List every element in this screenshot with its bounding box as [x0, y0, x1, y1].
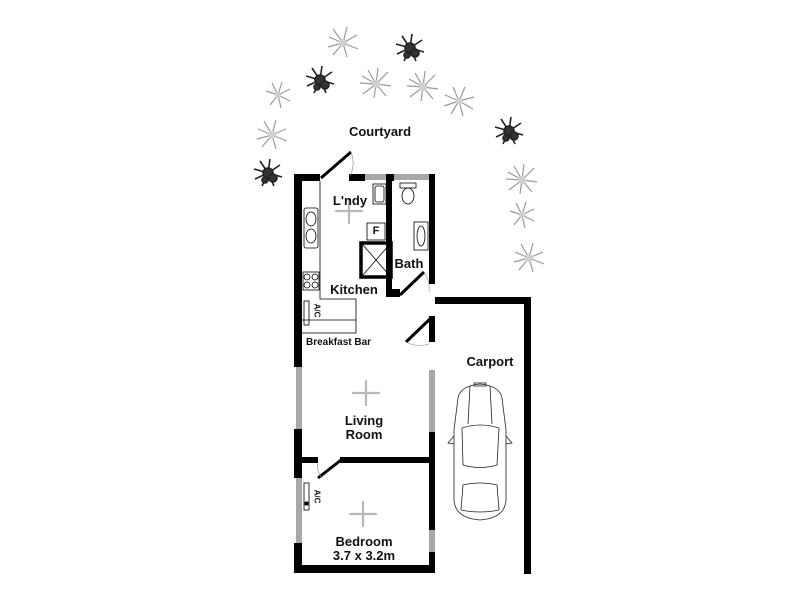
- ac-unit-kitchen: [303, 300, 310, 326]
- fridge-icon: [366, 222, 386, 241]
- label-kitchen: Kitchen: [330, 282, 378, 297]
- basin-icon: [413, 221, 429, 251]
- plant-light-icon: [509, 201, 535, 229]
- label-living-line1: Living: [344, 413, 384, 428]
- plant-light-icon: [265, 81, 291, 109]
- label-laundry: L'ndy: [332, 193, 368, 208]
- ceiling-fans: [334, 197, 381, 528]
- label-courtyard: Courtyard: [348, 124, 412, 139]
- window-bath-top: [393, 174, 429, 180]
- label-living-line2: Room: [345, 427, 383, 442]
- ceiling-fan-icon: [351, 379, 381, 407]
- laundry-tub-icon: [372, 183, 387, 205]
- plant-dark-icon: [305, 65, 335, 94]
- door-courtyard: [320, 150, 352, 180]
- label-bath: Bath: [394, 256, 424, 271]
- label-ac-bedroom: A/C: [312, 489, 322, 504]
- plant-icons: [253, 26, 545, 273]
- plant-light-icon: [443, 86, 475, 117]
- plant-dark-icon: [494, 116, 524, 145]
- cooktop-icon: [302, 271, 320, 291]
- door-bath: [398, 270, 426, 297]
- label-ac-kitchen: A/C: [312, 303, 322, 318]
- window-laundry-top: [365, 174, 387, 180]
- ac-unit-bedroom: [303, 482, 310, 511]
- plant-light-icon: [505, 163, 538, 195]
- plant-light-icon: [406, 70, 439, 102]
- doors: [317, 150, 433, 480]
- walls: [294, 174, 531, 574]
- label-bedroom-size: 3.7 x 3.2m: [332, 548, 396, 563]
- door-kitchen-carport: [404, 316, 433, 344]
- label-fridge: F: [372, 225, 380, 237]
- car-icon: [447, 382, 513, 521]
- plant-dark-icon: [395, 33, 425, 62]
- plant-light-icon: [513, 242, 545, 273]
- plant-dark-icon: [253, 158, 283, 187]
- ceiling-fan-icon: [334, 197, 364, 225]
- plant-light-icon: [327, 26, 359, 58]
- sink-icon: [303, 207, 319, 249]
- plant-light-icon: [256, 119, 288, 150]
- window-living-left: [296, 367, 302, 429]
- toilet-cistern: [399, 182, 417, 189]
- windows: [296, 174, 435, 552]
- window-bedroom-left: [296, 478, 302, 543]
- toilet-icon: [401, 187, 415, 205]
- label-breakfast-bar: Breakfast Bar: [306, 337, 372, 348]
- plant-light-icon: [359, 67, 392, 99]
- ceiling-fan-icon: [348, 500, 378, 528]
- fixtures: [302, 181, 429, 511]
- door-bedroom: [317, 458, 342, 480]
- label-carport: Carport: [466, 354, 514, 369]
- label-bedroom: Bedroom: [335, 534, 393, 549]
- window-living-right: [429, 370, 435, 432]
- window-bedroom-right: [429, 530, 435, 552]
